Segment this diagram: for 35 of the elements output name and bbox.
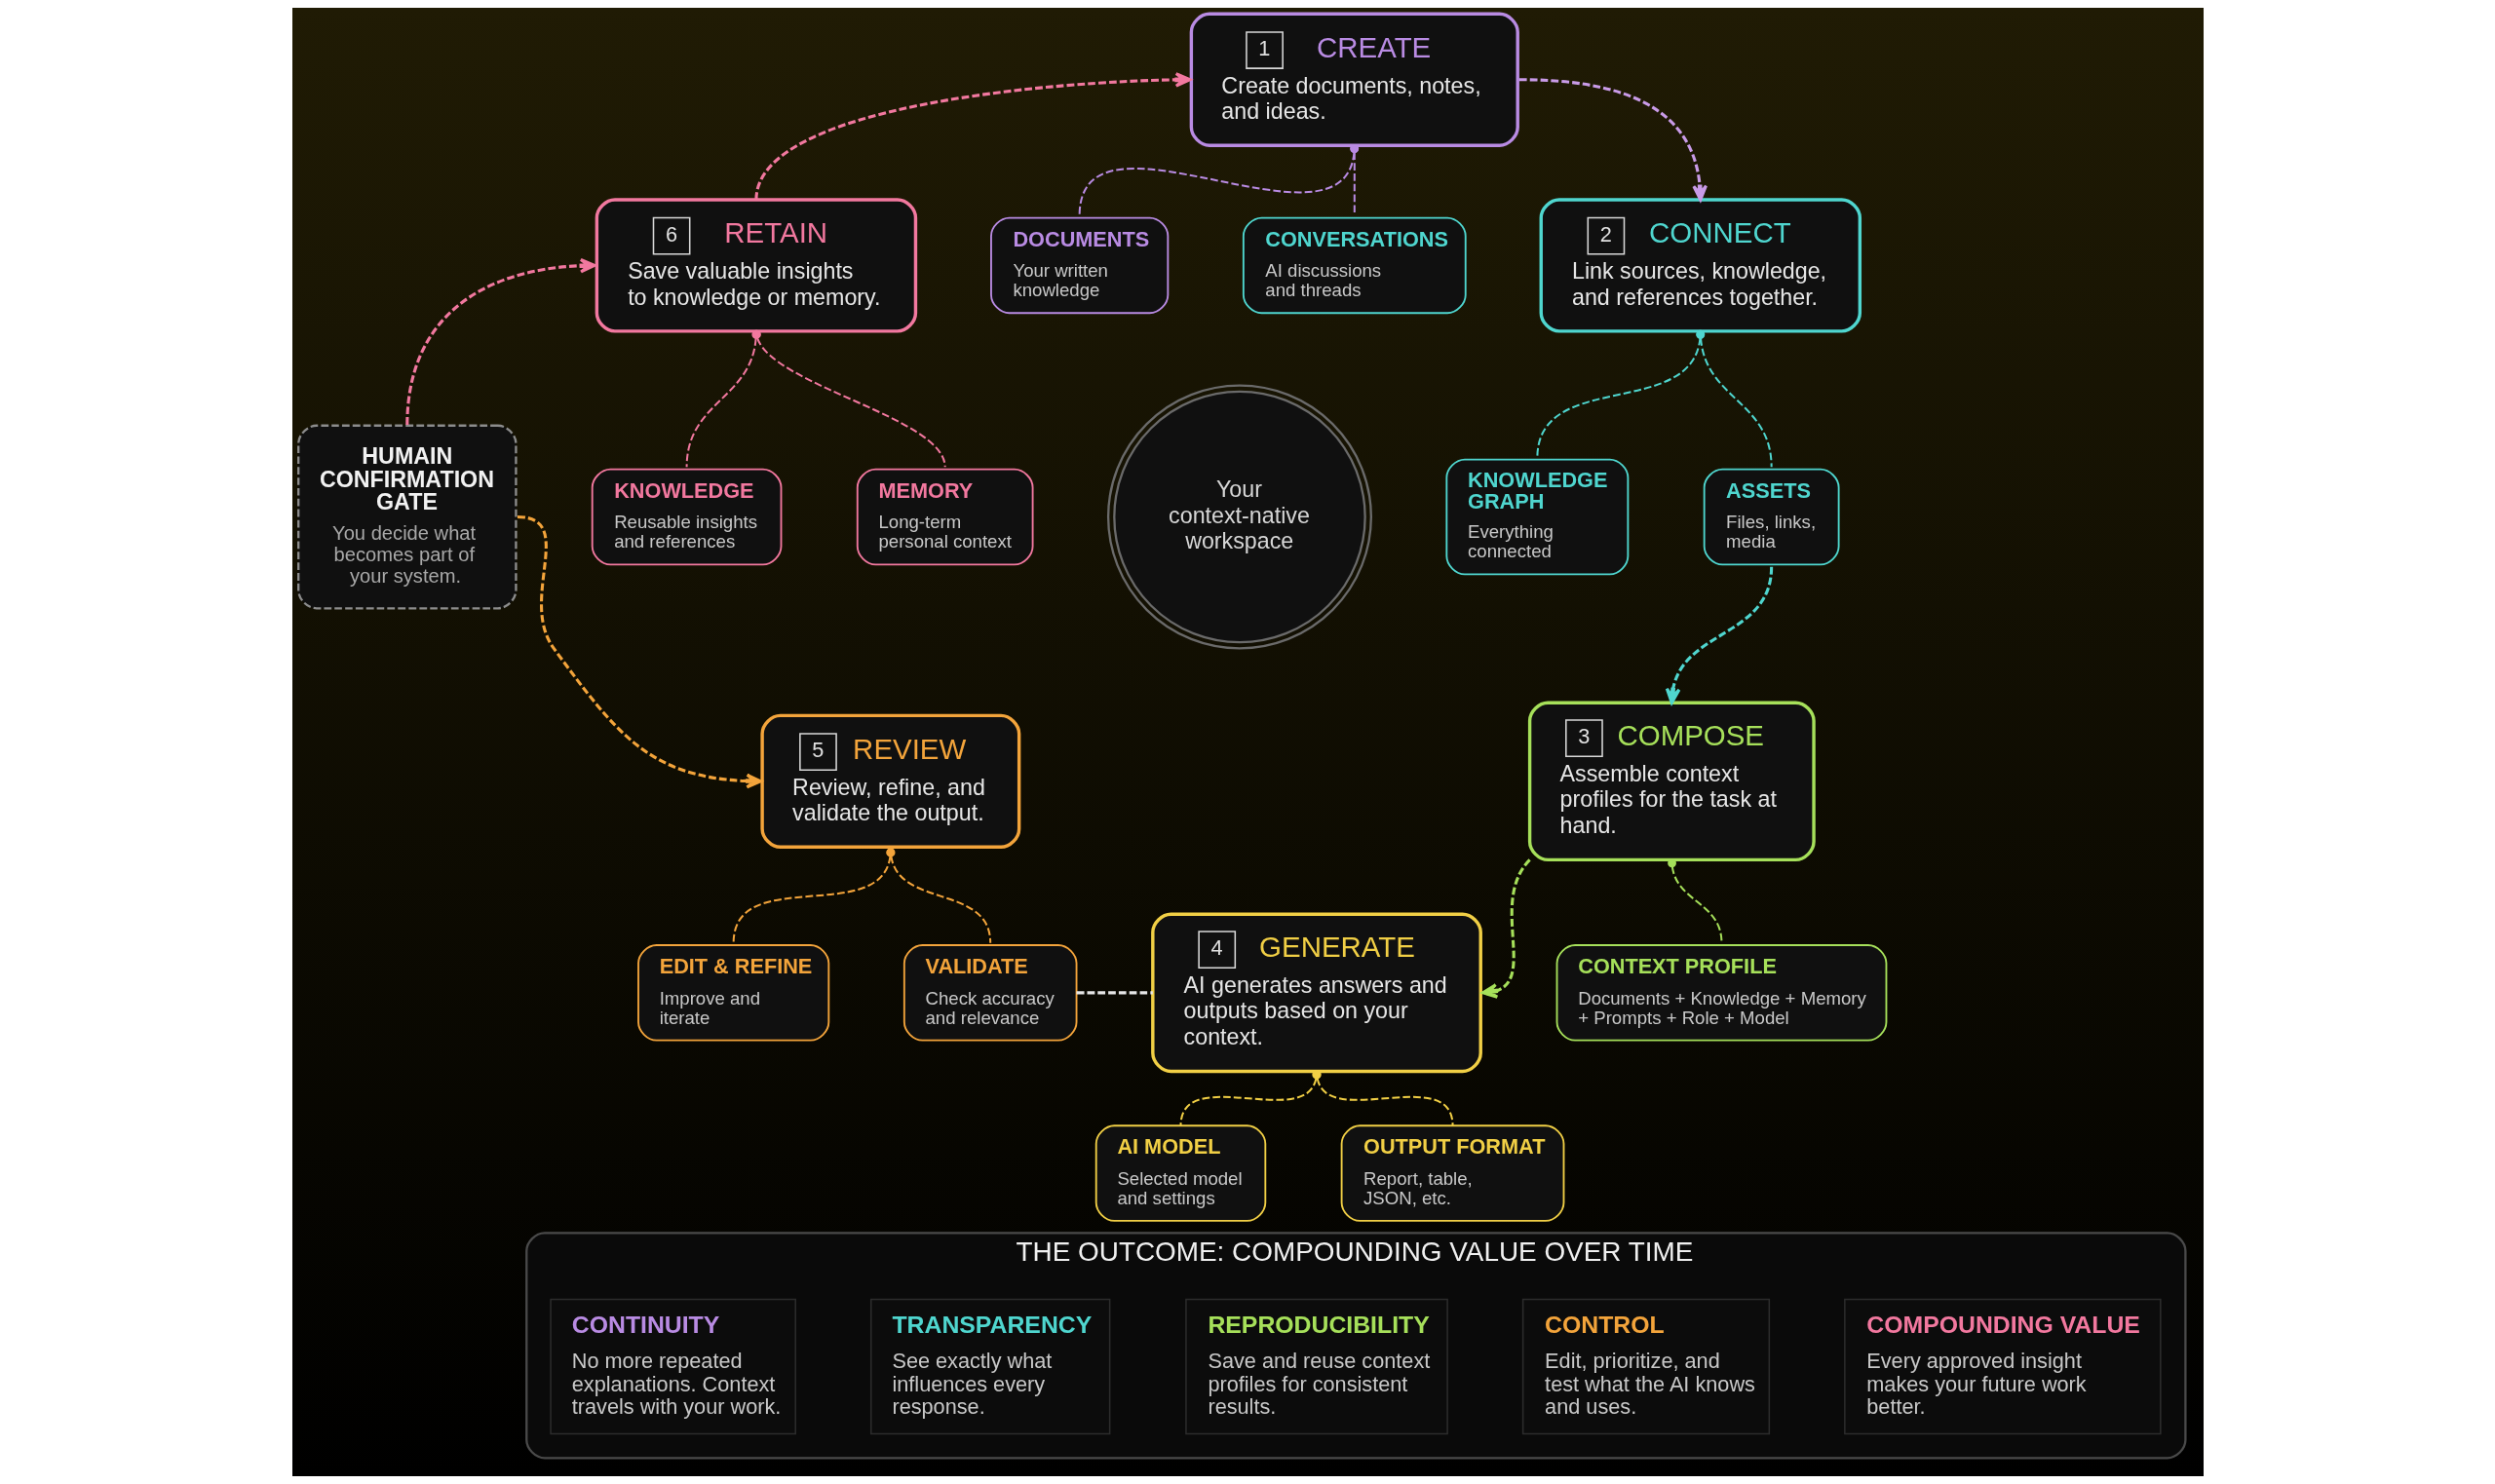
node-box: ASSETS Files, links, media bbox=[1703, 468, 1840, 566]
arrow bbox=[1480, 858, 1531, 999]
node-box: HUMAIN CONFIRMATION GATE You decide what becomes part of your system. bbox=[296, 424, 518, 610]
arrow bbox=[753, 72, 1191, 201]
node-box: VALIDATE Check accuracy and relevance bbox=[902, 944, 1077, 1042]
arrow bbox=[1665, 566, 1773, 704]
node-box: CONTINUITY No more repeated explanations. Context travels with your work. bbox=[549, 1298, 796, 1435]
node-box: MEMORY Long-term personal context bbox=[856, 468, 1034, 566]
connector bbox=[1535, 329, 1705, 459]
connector bbox=[1696, 329, 1773, 468]
connector bbox=[1667, 858, 1722, 943]
node-box: 1 CREATE Create documents, notes, and ideas. bbox=[1189, 12, 1519, 147]
arrow bbox=[1518, 78, 1708, 202]
node-box: KNOWLEDGE GRAPH Everything connected bbox=[1444, 458, 1629, 576]
node-box: 2 CONNECT Link sources, knowledge, and references together. bbox=[1539, 198, 1862, 333]
node-box: DOCUMENTS Your written knowledge bbox=[989, 216, 1169, 315]
node-box: CONTROL Edit, prioritize, and test what the AI knows and uses. bbox=[1521, 1298, 1770, 1435]
node-box: CONVERSATIONS AI discussions and threads bbox=[1242, 216, 1467, 315]
node-box: OUTPUT FORMAT Report, table, JSON, etc. bbox=[1340, 1124, 1564, 1222]
node-box: EDIT & REFINE Improve and iterate bbox=[636, 944, 829, 1042]
arrow bbox=[404, 257, 596, 426]
arrow bbox=[517, 515, 762, 789]
connector bbox=[1076, 991, 1153, 995]
node-box: TRANSPARENCY See exactly what influences every response. bbox=[869, 1298, 1110, 1435]
node-circle: Your context-native workspace bbox=[1106, 384, 1372, 650]
node-box: 6 RETAIN Save valuable insights to knowledge or memory. bbox=[595, 198, 917, 333]
connector bbox=[1078, 144, 1359, 216]
node-box: COMPOUNDING VALUE Every approved insight makes your future work better. bbox=[1843, 1298, 2162, 1435]
node-box: AI MODEL Selected model and settings bbox=[1094, 1124, 1266, 1222]
node-box: 4 GENERATE AI generates answers and outputs based on your context. bbox=[1150, 912, 1482, 1074]
node-box: 5 REVIEW Review, refine, and validate the output. bbox=[759, 713, 1020, 849]
node-box: CONTEXT PROFILE Documents + Knowledge + Memory + Prompts + Role + Model bbox=[1555, 944, 1887, 1042]
node-box: REPRODUCIBILITY Save and reuse context profiles for consistent results. bbox=[1184, 1298, 1448, 1435]
node-box: KNOWLEDGE Reusable insights and references bbox=[591, 468, 782, 566]
node-box: 3 COMPOSE Assemble context profiles for the task at hand. bbox=[1527, 701, 1816, 862]
